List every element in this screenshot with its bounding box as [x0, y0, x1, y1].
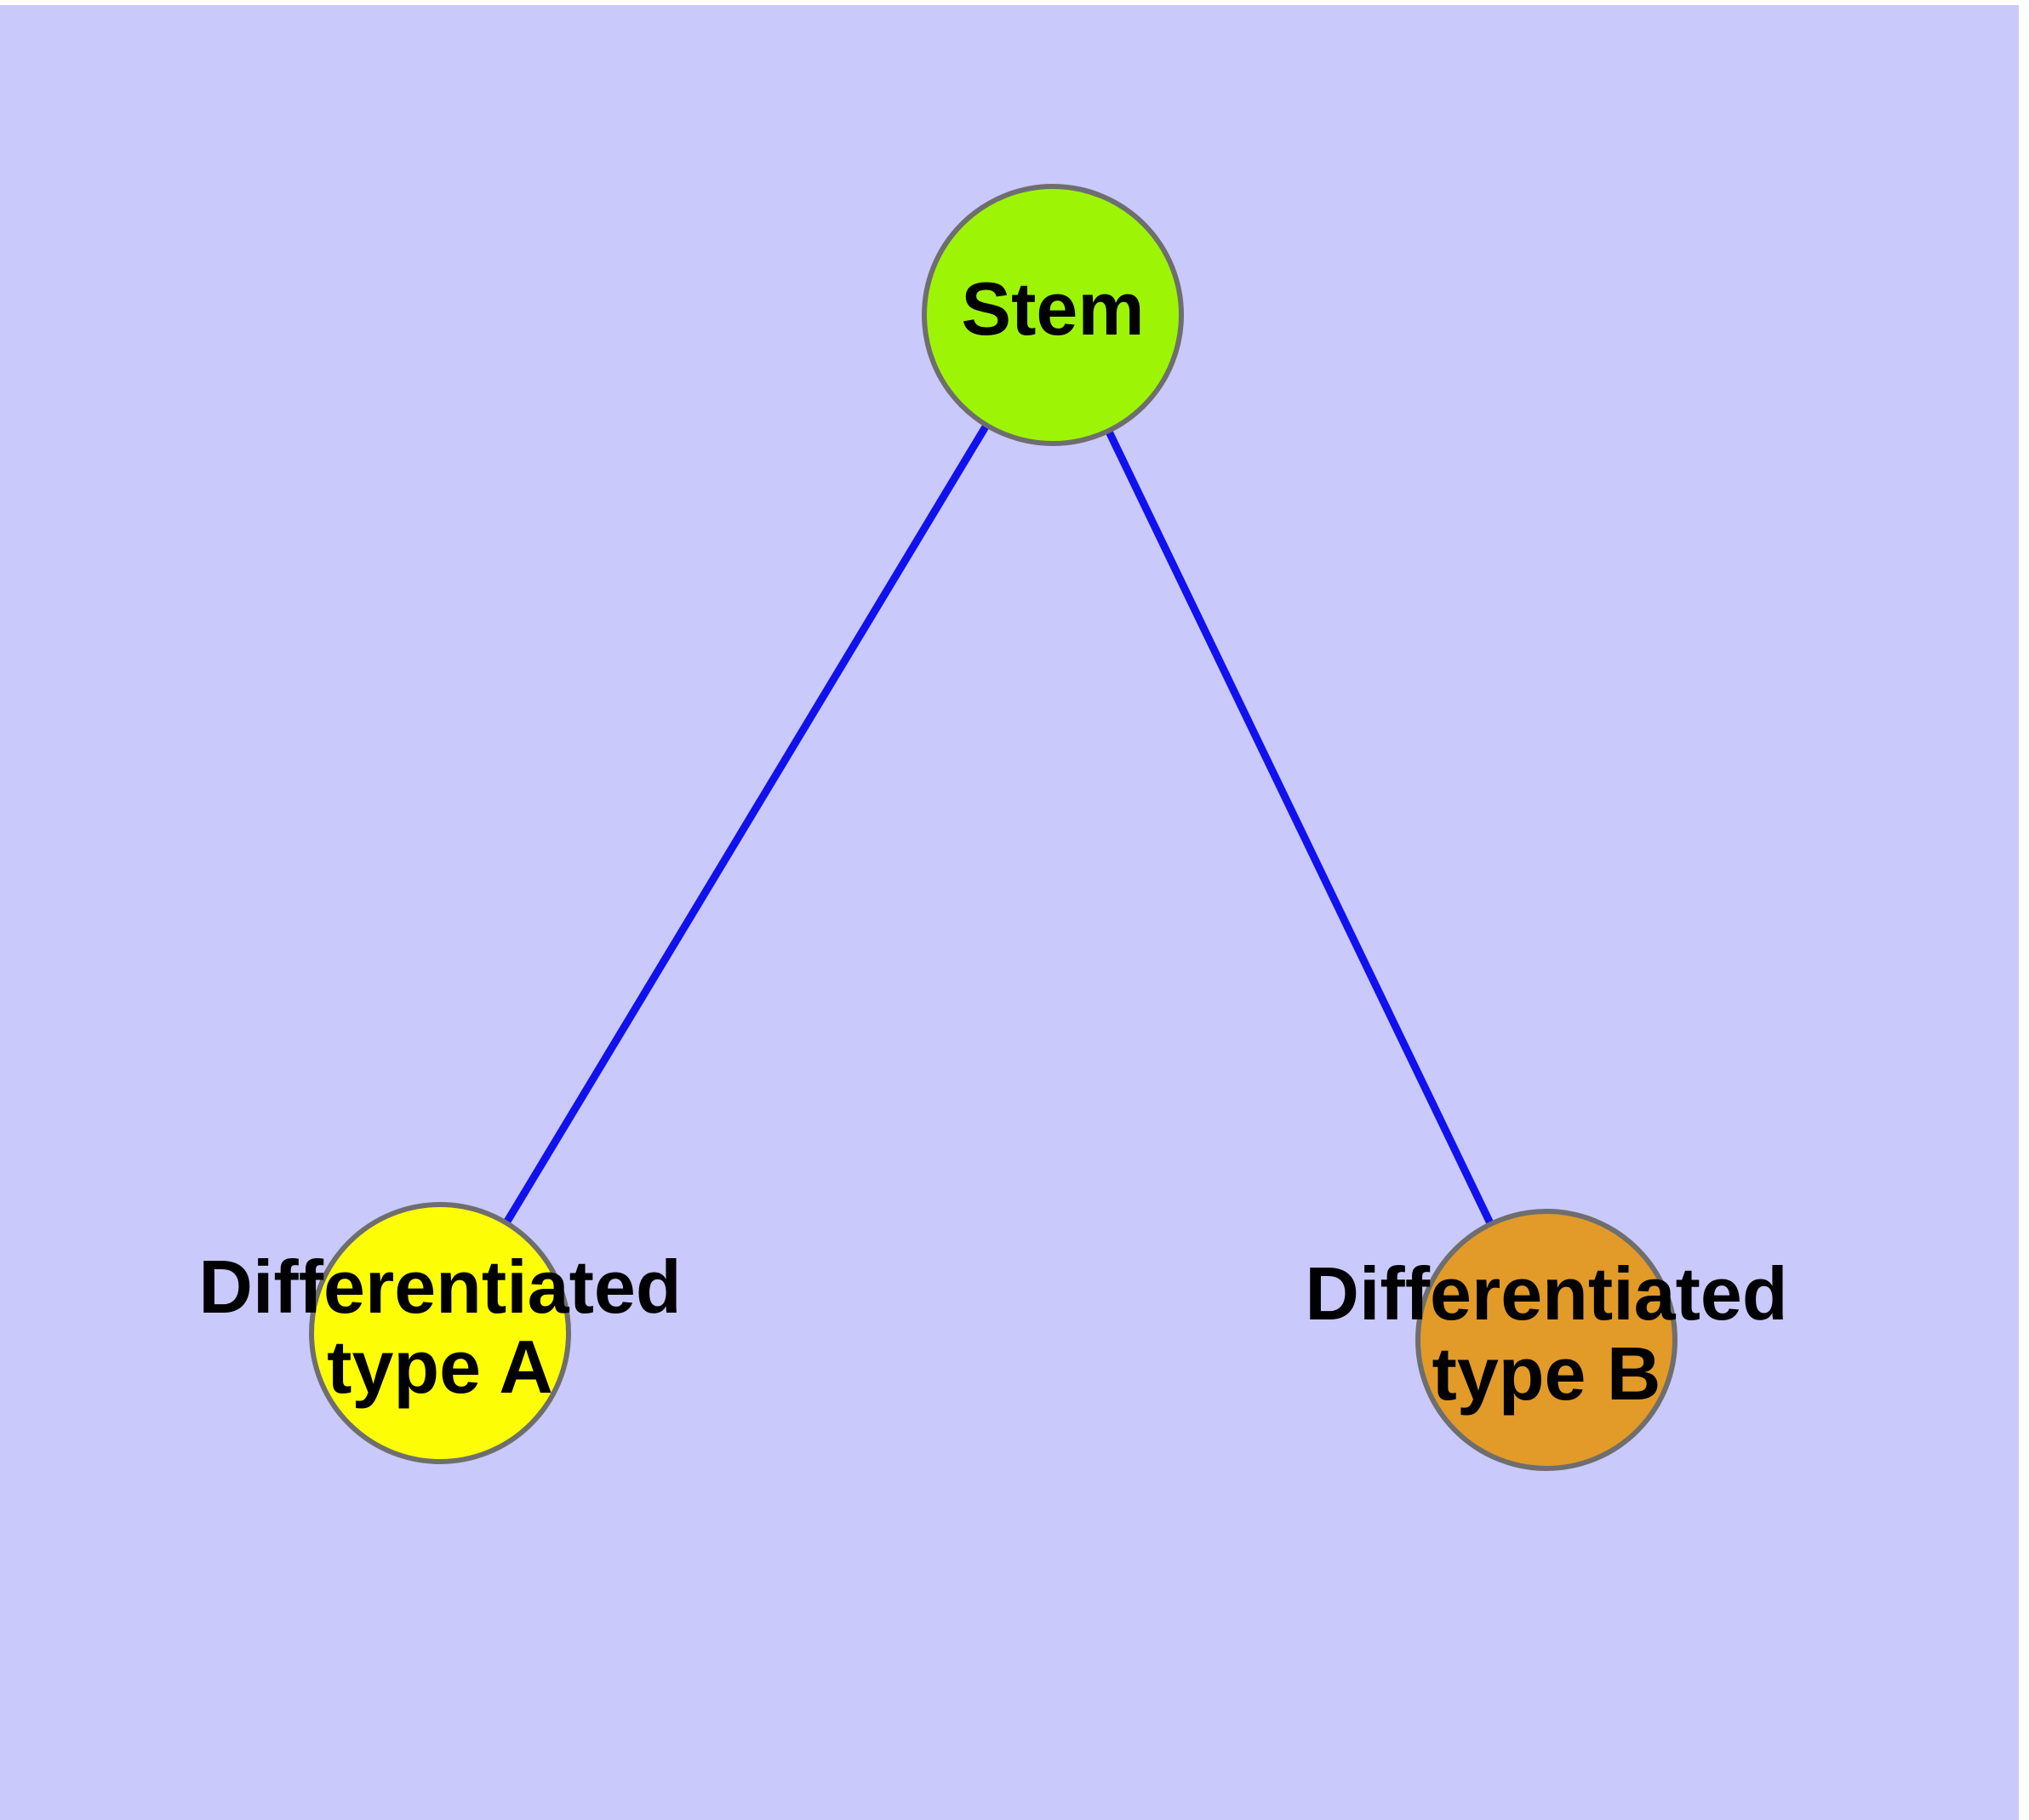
graph-edge-stem-to-a[interactable]	[501, 421, 992, 1227]
graph-edge-stem-to-b[interactable]	[1104, 427, 1495, 1228]
edge-layer	[501, 421, 1495, 1228]
graph-node-label-line: type B	[1432, 1331, 1661, 1416]
graph-node-diff_a[interactable]	[309, 1202, 571, 1464]
graph-node-label-stem: Stem	[961, 266, 1144, 351]
graph-node-label-line: Stem	[961, 266, 1144, 351]
graph-node-label-line: type A	[327, 1325, 553, 1409]
graph-node-diff_b[interactable]	[1415, 1209, 1677, 1471]
graph-node-label-line: Differentiated	[1305, 1251, 1787, 1336]
node-layer	[309, 184, 1677, 1471]
graph-node-label-line: Differentiated	[198, 1245, 681, 1329]
graph-node-stem[interactable]	[922, 184, 1184, 446]
